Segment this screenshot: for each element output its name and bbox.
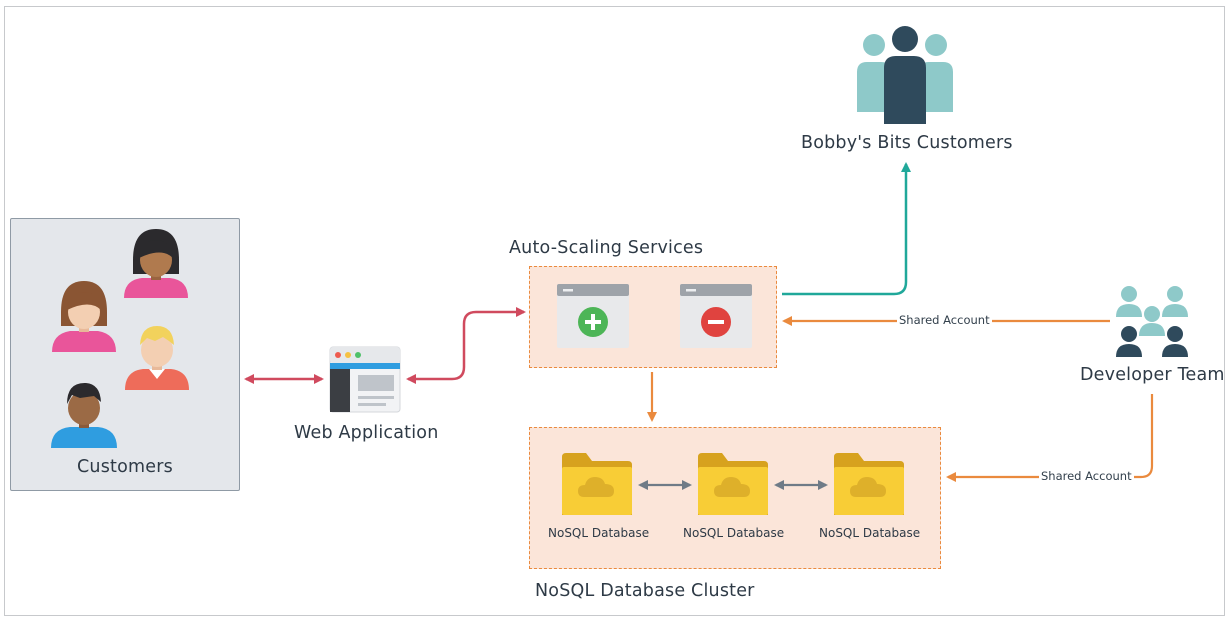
nosql-cluster-label: NoSQL Database Cluster [535,581,755,601]
browser-window-icon [329,346,401,413]
cloud-folder-icon [698,453,768,515]
man-avatar-icon [51,382,117,448]
autoscaling-bobbys-arrow [782,162,911,296]
developer-cluster-arrow [946,394,1154,482]
customers-panel [10,218,240,491]
webapp-autoscaling-arrow [406,307,526,384]
team-icon [1116,286,1188,357]
database-label: NoSQL Database [683,526,785,540]
cloud-folder-icon [834,453,904,515]
cloud-folder-icon [562,453,632,515]
diagram-frame [4,6,1225,616]
developer-team-label: Developer Team [1080,365,1225,385]
woman-avatar-icon [52,281,116,352]
plus-window-icon [557,284,629,348]
minus-window-icon [680,284,752,348]
shared-account-label: Shared Account [897,313,992,327]
shared-account-label: Shared Account [1039,469,1134,483]
bobbys-bits-customers-label: Bobby's Bits Customers [801,133,1013,153]
database-label: NoSQL Database [819,526,921,540]
man-avatar-icon [125,326,189,390]
autoscaling-services-label: Auto-Scaling Services [509,238,704,258]
woman-avatar-icon [124,229,188,298]
database-label: NoSQL Database [548,526,650,540]
people-group-icon [857,26,953,124]
customers-label: Customers [77,457,173,477]
web-application-label: Web Application [294,423,439,443]
